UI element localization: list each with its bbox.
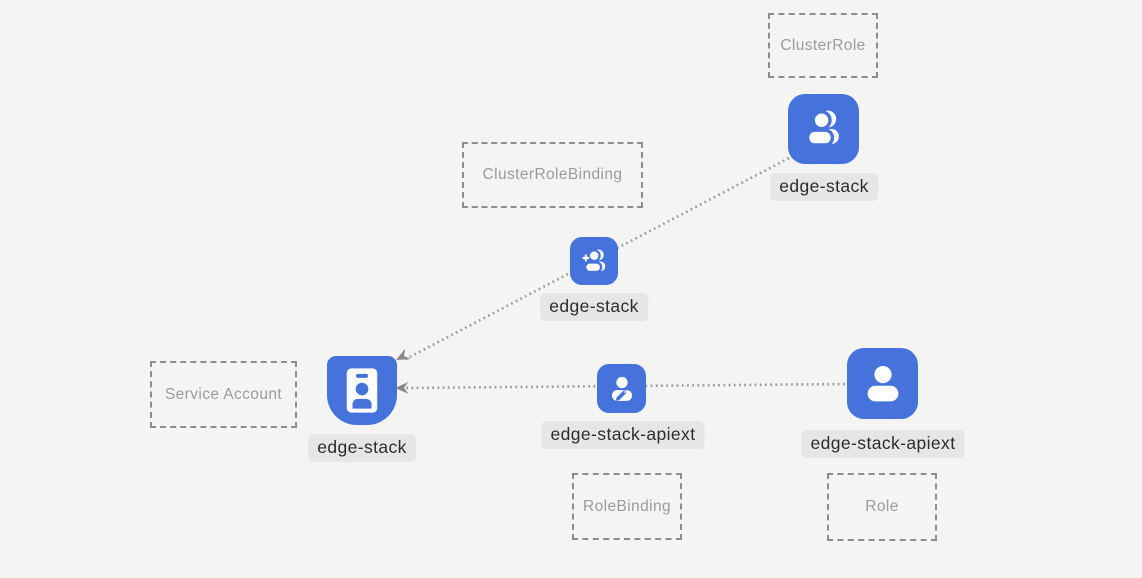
cluster-role-node[interactable] xyxy=(788,94,859,164)
service-account-node-label[interactable]: edge-stack xyxy=(308,434,416,462)
edge-role-to-serviceaccount xyxy=(402,382,851,390)
person-edit-icon xyxy=(611,376,632,401)
role-node[interactable] xyxy=(847,348,918,419)
type-box-label: Service Account xyxy=(164,385,283,403)
type-box-service-account: Service Account xyxy=(150,361,297,428)
type-box-cluster-role: ClusterRole xyxy=(768,13,878,78)
role-node-label[interactable]: edge-stack-apiext xyxy=(801,430,965,458)
arrowhead-role-edge xyxy=(395,381,409,394)
service-account-node[interactable] xyxy=(327,356,397,425)
person-add-icon xyxy=(581,248,605,273)
type-box-role-binding: RoleBinding xyxy=(572,473,682,540)
type-box-label: ClusterRole xyxy=(780,36,866,54)
cluster-role-binding-node[interactable] xyxy=(570,237,618,285)
cluster-role-node-label[interactable]: edge-stack xyxy=(770,173,878,201)
id-badge-icon xyxy=(346,368,378,413)
cluster-role-binding-node-label[interactable]: edge-stack xyxy=(540,293,648,321)
type-box-label: RoleBinding xyxy=(583,497,671,515)
type-box-cluster-role-binding: ClusterRoleBinding xyxy=(462,142,643,208)
type-box-role: Role xyxy=(827,473,937,541)
type-box-label: ClusterRoleBinding xyxy=(482,166,623,183)
arrowhead-clusterrole-edge xyxy=(396,348,411,360)
person-icon xyxy=(867,365,898,401)
type-box-label: Role xyxy=(865,498,899,515)
role-binding-node[interactable] xyxy=(597,364,646,413)
role-binding-node-label[interactable]: edge-stack-apiext xyxy=(541,421,705,449)
people-icon xyxy=(805,110,839,147)
